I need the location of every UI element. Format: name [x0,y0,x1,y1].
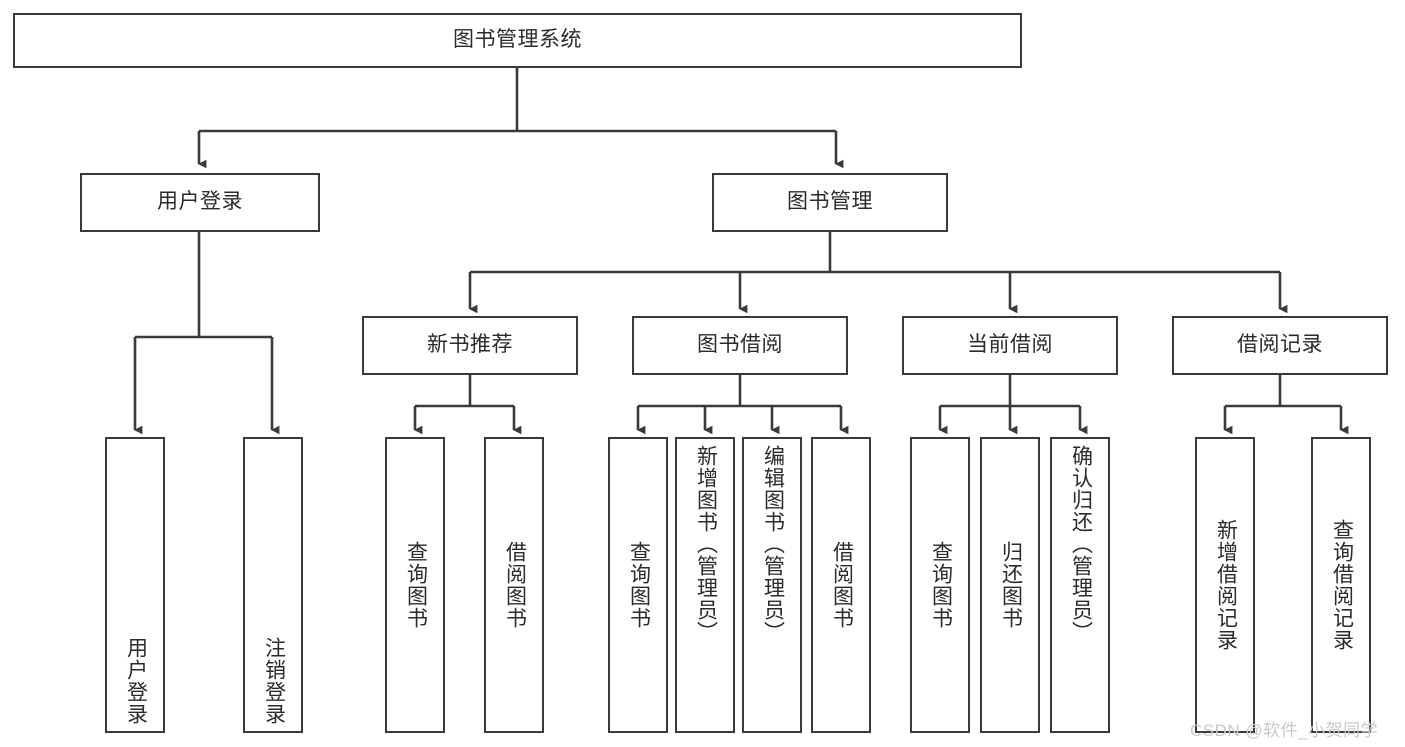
leaf-borrow-book[interactable]: 借阅图书 [811,437,871,733]
node-label: 编辑图书（管理员） [761,445,785,643]
node-root-system[interactable]: 图书管理系统 [13,13,1022,68]
leaf-add-borrow-record[interactable]: 新增借阅记录 [1195,437,1255,733]
node-user-login[interactable]: 用户登录 [80,173,320,232]
node-label: 注销登录 [262,637,286,725]
node-label: 借阅图书 [830,541,854,629]
leaf-borrow-book-recommend[interactable]: 借阅图书 [484,437,544,733]
node-new-book-recommend[interactable]: 新书推荐 [362,316,578,375]
node-label: 新书推荐 [427,333,513,357]
leaf-user-login[interactable]: 用户登录 [105,437,165,733]
node-label: 查询图书 [929,541,953,629]
node-label: 新增图书（管理员） [694,445,718,643]
node-label: 用户登录 [157,190,243,214]
node-label: 查询图书 [627,541,651,629]
leaf-query-book-current[interactable]: 查询图书 [910,437,970,733]
node-label: 图书管理 [787,190,873,214]
node-book-borrow[interactable]: 图书借阅 [632,316,848,375]
leaf-edit-book-admin[interactable]: 编辑图书（管理员） [742,437,802,733]
node-label: 查询图书 [404,541,428,629]
node-label: 确认归还（管理员） [1069,445,1093,643]
leaf-query-book-borrow[interactable]: 查询图书 [608,437,668,733]
node-label: 借阅图书 [503,541,527,629]
node-label: 借阅记录 [1237,333,1323,357]
leaf-user-logout[interactable]: 注销登录 [243,437,303,733]
node-label: 图书借阅 [697,333,783,357]
node-book-management[interactable]: 图书管理 [712,173,948,232]
node-label: 图书管理系统 [453,28,582,52]
leaf-add-book-admin[interactable]: 新增图书（管理员） [675,437,735,733]
node-label: 归还图书 [999,541,1023,629]
leaf-query-borrow-record[interactable]: 查询借阅记录 [1311,437,1371,733]
node-label: 新增借阅记录 [1214,519,1238,651]
node-label: 用户登录 [124,637,148,725]
leaf-query-book-recommend[interactable]: 查询图书 [385,437,445,733]
leaf-return-book[interactable]: 归还图书 [980,437,1040,733]
leaf-confirm-return-admin[interactable]: 确认归还（管理员） [1050,437,1110,733]
node-label: 查询借阅记录 [1330,519,1354,651]
node-borrow-record[interactable]: 借阅记录 [1172,316,1388,375]
node-label: 当前借阅 [967,333,1053,357]
node-current-borrow[interactable]: 当前借阅 [902,316,1118,375]
csdn-watermark: CSDN @软件_小贺同学 [1190,721,1379,740]
